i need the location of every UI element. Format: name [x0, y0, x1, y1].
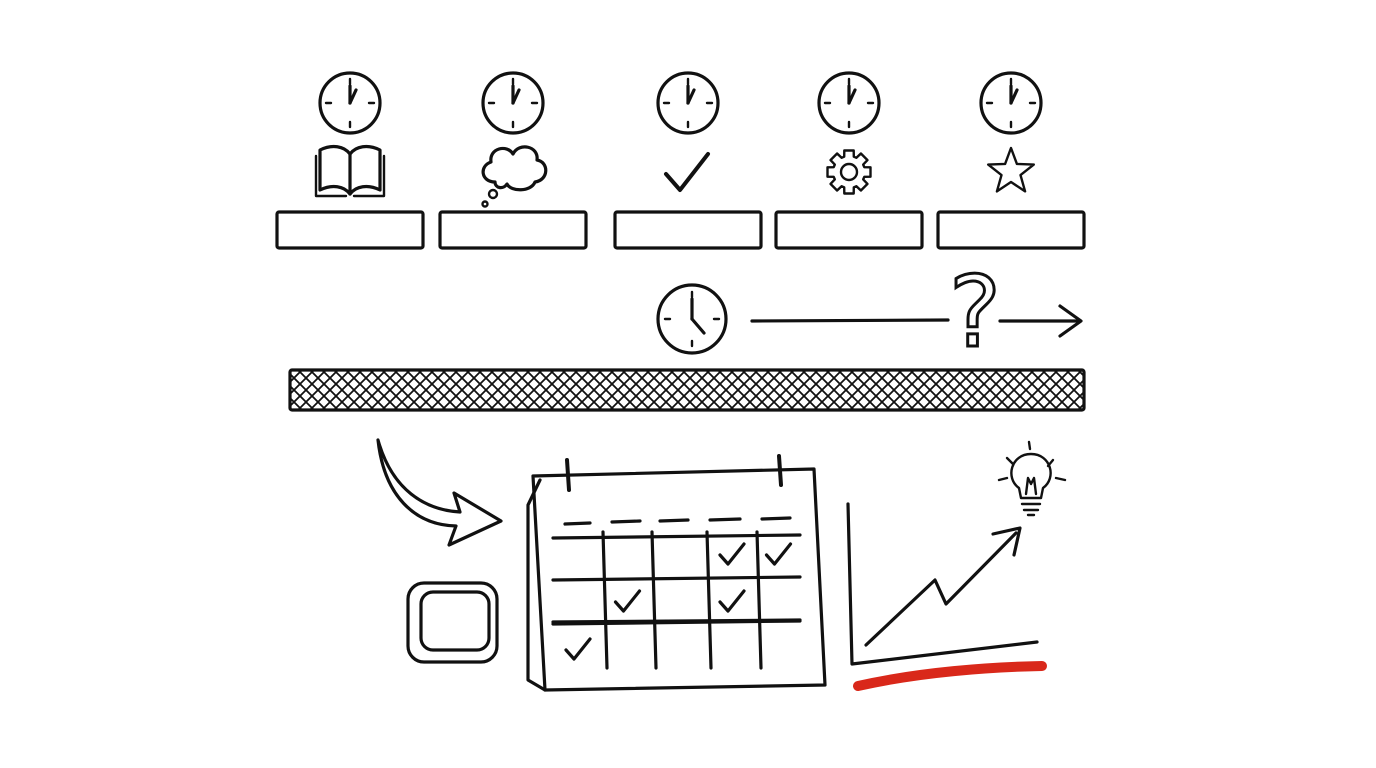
- calendar-col-line: [601, 530, 609, 670]
- step-row: [275, 71, 1086, 250]
- step-column: [613, 71, 763, 250]
- step-box: [936, 210, 1086, 250]
- calendar-checkmark: [718, 542, 746, 566]
- calendar-checkmark: [613, 589, 642, 613]
- clock-icon: [656, 71, 720, 135]
- step-column: [936, 71, 1086, 250]
- clock-icon: [979, 71, 1043, 135]
- checkmark-icon: [664, 152, 710, 192]
- step-column: [275, 71, 425, 250]
- step-box: [613, 210, 763, 250]
- clock-icon: [318, 71, 382, 135]
- calendar-row-line: [551, 533, 802, 540]
- calendar-col-line: [755, 530, 763, 670]
- gear-icon: [826, 149, 872, 195]
- calendar-grid: [551, 530, 802, 670]
- clock-icon: [656, 283, 728, 355]
- calendar-col-line: [650, 530, 658, 670]
- step-column: [774, 71, 924, 250]
- calendar-checkmark: [764, 542, 793, 566]
- calendar-checkmark: [564, 637, 592, 661]
- step-box: [774, 210, 924, 250]
- calendar-checkmarks: [564, 542, 793, 661]
- star-icon: [987, 146, 1035, 193]
- question-mark: ?: [949, 256, 1001, 370]
- clock-icon: [481, 71, 545, 135]
- crosshatched-bar: [288, 368, 1086, 412]
- calendar-row-line: [551, 618, 802, 624]
- square-key-icon: [406, 581, 499, 664]
- calendar-checkmark: [718, 589, 746, 613]
- step-box: [438, 210, 588, 250]
- clock-icon: [817, 71, 881, 135]
- red-underline: [853, 661, 1047, 691]
- lightbulb-icon: [997, 440, 1067, 517]
- question-mark-icon: ?: [947, 255, 1002, 372]
- book-icon: [314, 144, 386, 198]
- arrow-right-icon: [998, 304, 1083, 338]
- step-column: [438, 71, 588, 250]
- curved-arrow-icon: [376, 438, 503, 547]
- trend-arrow-icon: [864, 526, 1022, 647]
- calendar-header-dashes: [563, 516, 792, 526]
- calendar-col-line: [705, 530, 713, 670]
- step-box: [275, 210, 425, 250]
- growth-chart-icon: [846, 502, 1047, 691]
- timeline-line: [750, 318, 950, 323]
- calendar-icon: [526, 454, 827, 692]
- thought-cloud-icon: [481, 145, 548, 208]
- timeline-row: ?: [656, 255, 1083, 372]
- calendar-row-line: [551, 575, 802, 582]
